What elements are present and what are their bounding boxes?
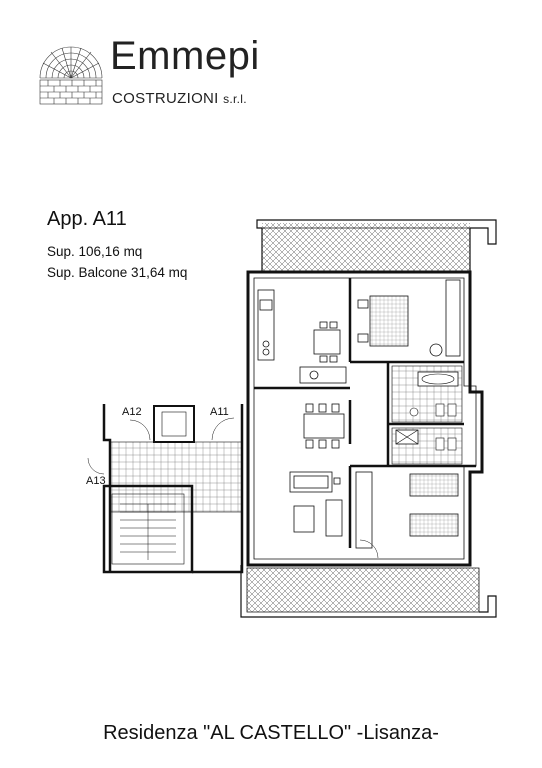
stair-core [87,404,244,574]
company-subtitle-text: COSTRUZIONI [112,90,219,107]
living-room-sofas [289,471,343,537]
company-subtitle: COSTRUZIONI s.r.l. [112,90,247,107]
kitchen-table [313,321,341,363]
dining-table [303,403,345,449]
apartment-title: App. A11 [47,208,127,230]
unit-label-a13: A13 [86,475,106,487]
bottom-balcony [240,565,497,618]
bathroom-2 [391,427,463,465]
company-suffix: s.r.l. [223,92,247,106]
bedroom-2 [355,471,459,559]
company-name: Emmepi [110,34,260,78]
balcony-area: Sup. Balcone 31,64 mq [47,265,188,280]
footer-title: Residenza "AL CASTELLO" -Lisanza- [103,722,439,744]
unit-label-a11: A11 [210,406,229,418]
unit-label-a12: A12 [122,406,142,418]
company-logo-icon [39,46,103,105]
bedroom-1 [357,279,461,357]
interior-walls [254,278,476,548]
kitchen-counter [257,289,347,384]
bathroom-1 [391,365,463,423]
apartment-area: Sup. 106,16 mq [47,244,143,259]
top-balcony [256,219,497,273]
